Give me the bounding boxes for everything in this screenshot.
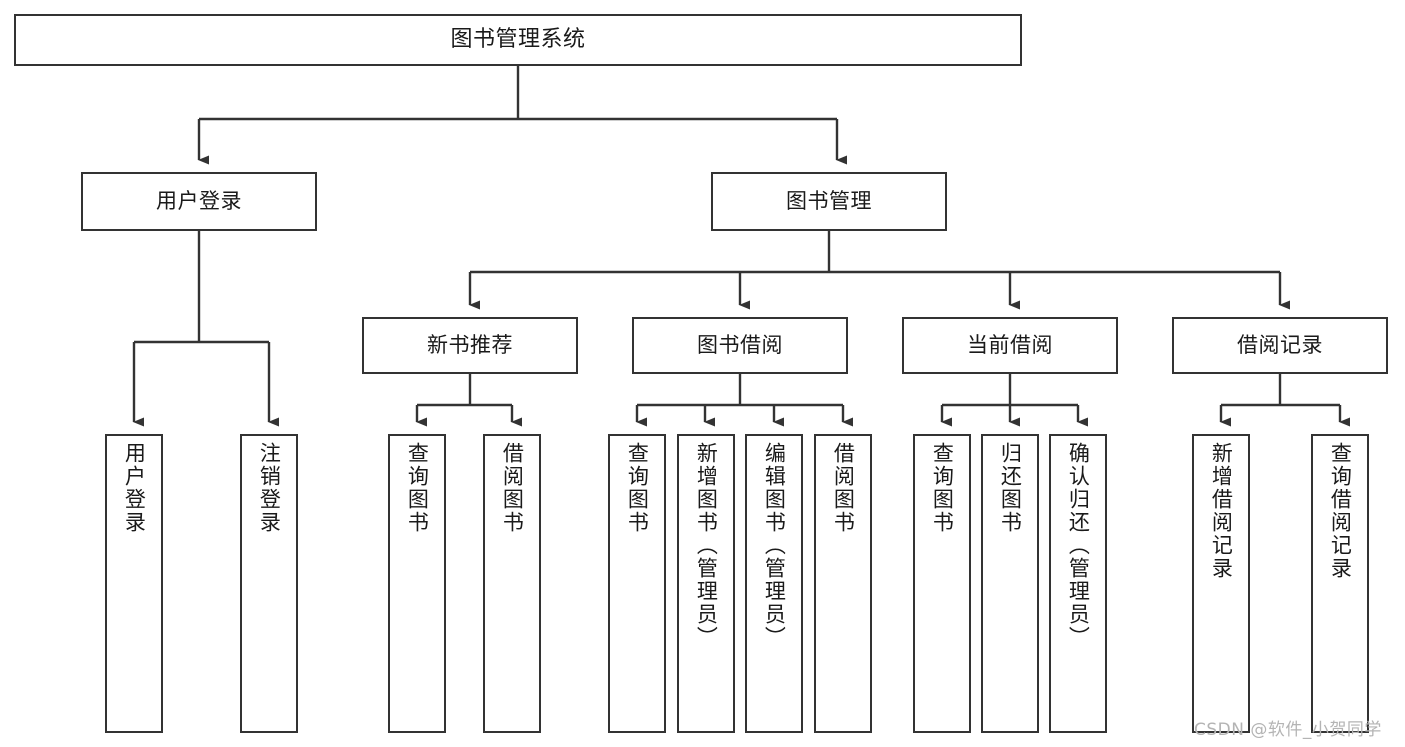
connectors-bookmgmt-to-level3 <box>468 231 1290 310</box>
node-user-login[interactable]: 用户登录 <box>81 172 317 231</box>
node-label: 借阅记录 <box>1237 333 1323 358</box>
node-label: 查询图书 <box>405 442 430 534</box>
leaf-current-borrow-return-book[interactable]: 归还图书 <box>981 434 1039 733</box>
leaf-new-book-query-book[interactable]: 查询图书 <box>388 434 446 733</box>
leaf-book-borrow-borrow-book[interactable]: 借阅图书 <box>814 434 872 733</box>
connectors-newbook-to-leaves <box>415 374 522 427</box>
leaf-current-borrow-confirm-return-admin[interactable]: 确认归还（管理员） <box>1049 434 1107 733</box>
leaf-user-login-login[interactable]: 用户登录 <box>105 434 163 733</box>
leaf-user-login-logout[interactable]: 注销登录 <box>240 434 298 733</box>
node-label: 借阅图书 <box>500 442 525 534</box>
node-label: 借阅图书 <box>831 442 856 534</box>
node-label: 用户登录 <box>122 442 147 534</box>
node-label: 注销登录 <box>257 442 282 534</box>
connectors-bookborrow-to-leaves <box>635 374 853 427</box>
node-label: 编辑图书（管理员） <box>762 442 787 649</box>
leaf-book-borrow-query-book[interactable]: 查询图书 <box>608 434 666 733</box>
node-label: 确认归还（管理员） <box>1066 442 1091 649</box>
node-current-borrow[interactable]: 当前借阅 <box>902 317 1118 374</box>
leaf-book-borrow-add-book-admin[interactable]: 新增图书（管理员） <box>677 434 735 733</box>
connectors-userlogin-to-leaves <box>132 231 279 427</box>
node-label: 当前借阅 <box>967 333 1053 358</box>
node-label: 图书管理系统 <box>450 27 586 53</box>
node-book-borrow[interactable]: 图书借阅 <box>632 317 848 374</box>
leaf-current-borrow-query-book[interactable]: 查询图书 <box>913 434 971 733</box>
connectors-root-to-level2 <box>197 66 847 165</box>
node-label: 用户登录 <box>156 189 242 214</box>
node-label: 查询图书 <box>930 442 955 534</box>
node-label: 查询图书 <box>625 442 650 534</box>
node-root-library-system[interactable]: 图书管理系统 <box>14 14 1022 66</box>
leaf-new-book-borrow-book[interactable]: 借阅图书 <box>483 434 541 733</box>
node-label: 查询借阅记录 <box>1328 442 1353 580</box>
node-label: 新增借阅记录 <box>1209 442 1234 580</box>
node-borrow-record[interactable]: 借阅记录 <box>1172 317 1388 374</box>
connectors-borrowrecord-to-leaves <box>1219 374 1350 427</box>
node-new-book-recommend[interactable]: 新书推荐 <box>362 317 578 374</box>
leaf-borrow-record-add-record[interactable]: 新增借阅记录 <box>1192 434 1250 733</box>
node-label: 新增图书（管理员） <box>694 442 719 649</box>
connectors-currentborrow-to-leaves <box>940 374 1088 427</box>
leaf-book-borrow-edit-book-admin[interactable]: 编辑图书（管理员） <box>745 434 803 733</box>
node-label: 新书推荐 <box>427 333 513 358</box>
node-label: 归还图书 <box>998 442 1023 534</box>
csdn-watermark: CSDN @软件_小贺同学 <box>1194 720 1382 740</box>
node-label: 图书借阅 <box>697 333 783 358</box>
node-book-management[interactable]: 图书管理 <box>711 172 947 231</box>
node-label: 图书管理 <box>786 189 872 214</box>
leaf-borrow-record-query-record[interactable]: 查询借阅记录 <box>1311 434 1369 733</box>
